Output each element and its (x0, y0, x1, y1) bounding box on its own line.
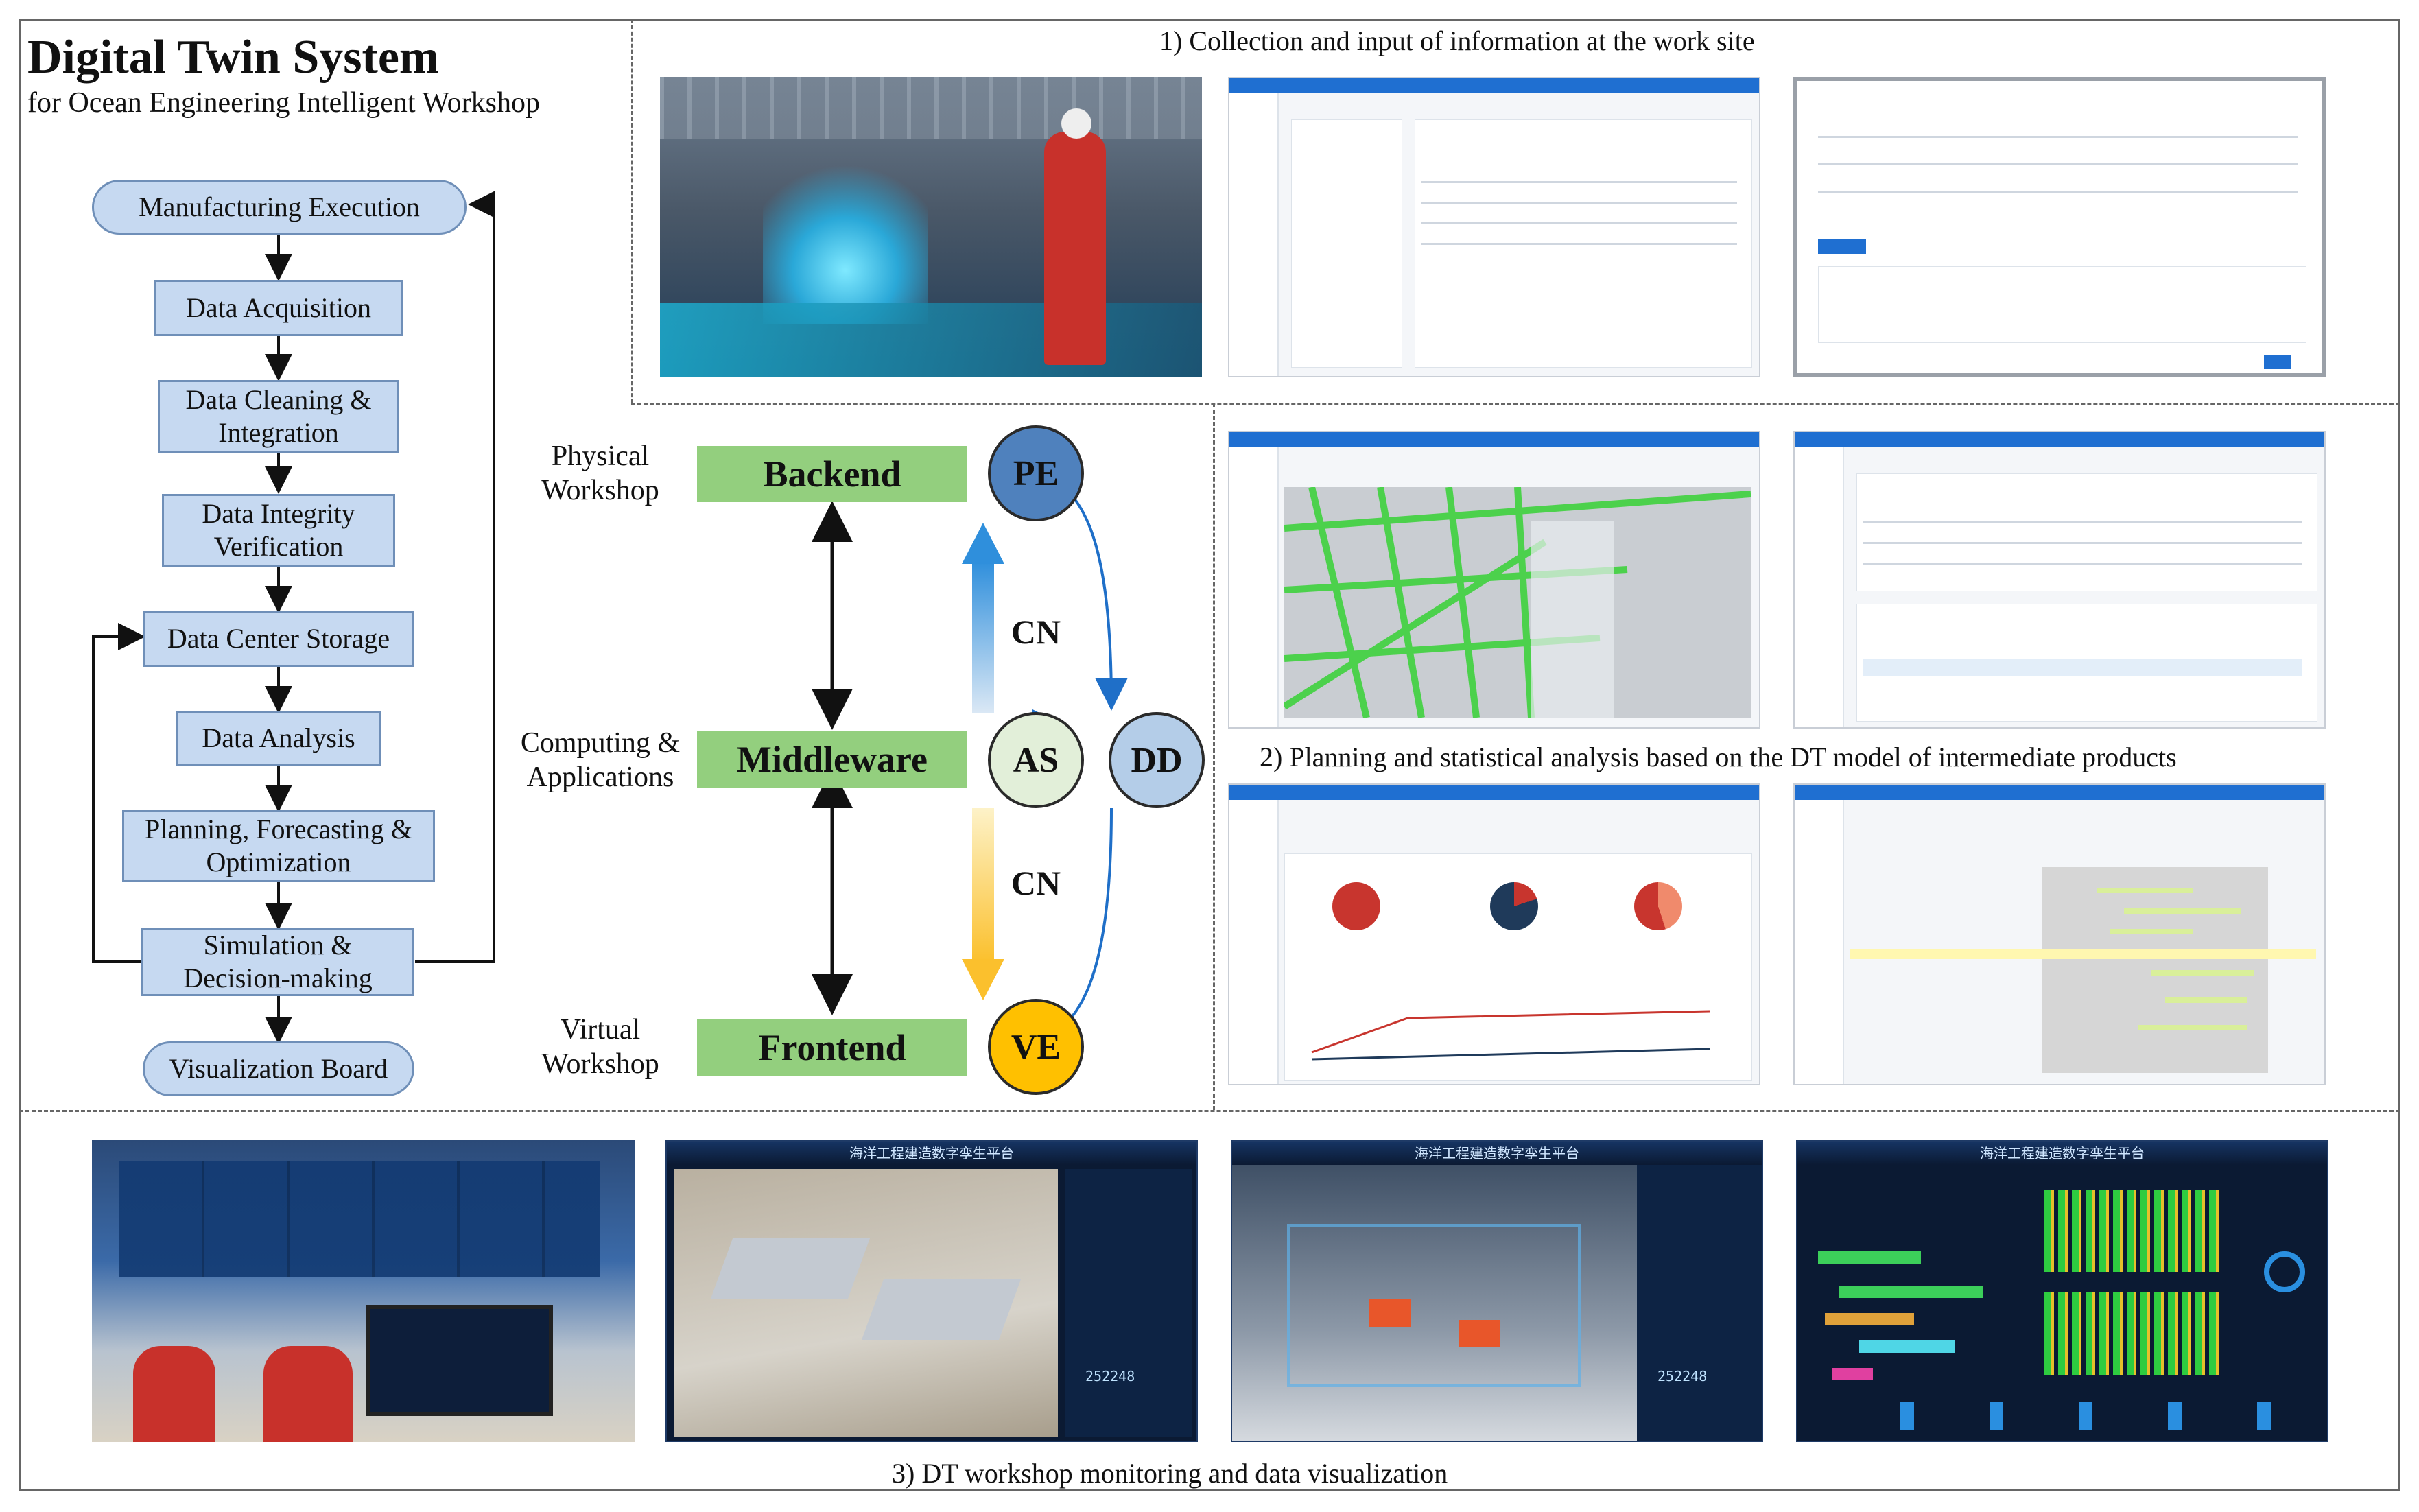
node-ve: VE (988, 999, 1084, 1095)
dashboard-plant-overview: 海洋工程建造数字孪生平台 252248 (665, 1140, 1198, 1442)
dashboard-workshop-3d: 海洋工程建造数字孪生平台 252248 (1231, 1140, 1763, 1442)
layer-frontend: Frontend (697, 1019, 967, 1076)
flow-simulation: Simulation & Decision-making (141, 928, 414, 996)
flow-arrows (92, 191, 495, 1044)
dashboard-production-charts: 海洋工程建造数字孪生平台 (1796, 1140, 2328, 1442)
flow-data-center-storage: Data Center Storage (143, 611, 414, 667)
layer-backend: Backend (697, 446, 967, 502)
section-caption-2: 2) Planning and statistical analysis bas… (1260, 742, 2177, 772)
section-caption-1: 1) Collection and input of information a… (1159, 25, 1755, 56)
node-pe: PE (988, 425, 1084, 521)
screenshot-data-entry-form (1793, 77, 2326, 377)
divider-vertical-top (631, 19, 633, 403)
divider-vertical-mid (1213, 403, 1215, 1110)
flow-data-integrity: Data Integrity Verification (162, 494, 395, 567)
label-virtual-workshop: Virtual Workshop (541, 1014, 659, 1080)
page-title: Digital Twin System (27, 31, 440, 84)
node-dd: DD (1109, 712, 1205, 808)
flow-data-analysis: Data Analysis (176, 711, 381, 766)
dashboard-title-2: 海洋工程建造数字孪生平台 (1232, 1142, 1762, 1165)
control-room-photo (92, 1140, 635, 1442)
divider-horizontal-top (631, 403, 2400, 405)
layer-middleware: Middleware (697, 731, 967, 788)
screenshot-gantt-chart (1793, 783, 2326, 1085)
outer-frame (19, 19, 2400, 1491)
flow-visualization-board: Visualization Board (143, 1041, 414, 1096)
screenshot-pie-charts (1228, 783, 1760, 1085)
screenshot-data-entry-list (1228, 77, 1760, 377)
flow-planning: Planning, Forecasting & Optimization (122, 810, 435, 882)
dashboard-counter-2: 252248 (1657, 1368, 1708, 1384)
flow-data-acquisition: Data Acquisition (154, 280, 403, 336)
architecture-arrows (812, 472, 1128, 1054)
screenshot-dt-model-3d (1228, 431, 1760, 729)
dashboard-title: 海洋工程建造数字孪生平台 (667, 1142, 1196, 1165)
label-physical-workshop: Physical Workshop (541, 440, 659, 506)
label-cn-upper: CN (1011, 613, 1061, 651)
flow-data-cleaning: Data Cleaning & Integration (158, 380, 399, 453)
flow-manufacturing-execution: Manufacturing Execution (92, 180, 467, 235)
screenshot-statistics-table (1793, 431, 2326, 729)
label-cn-lower: CN (1011, 864, 1061, 902)
label-computing-applications: Computing & Applications (520, 727, 681, 793)
section-caption-3: 3) DT workshop monitoring and data visua… (892, 1458, 1448, 1489)
page-subtitle: for Ocean Engineering Intelligent Worksh… (27, 87, 540, 119)
divider-horizontal-bottom (19, 1110, 2400, 1112)
dashboard-title-3: 海洋工程建造数字孪生平台 (1797, 1142, 2327, 1165)
worksite-photo (660, 77, 1202, 377)
dashboard-counter: 252248 (1085, 1368, 1135, 1384)
node-as: AS (988, 712, 1084, 808)
